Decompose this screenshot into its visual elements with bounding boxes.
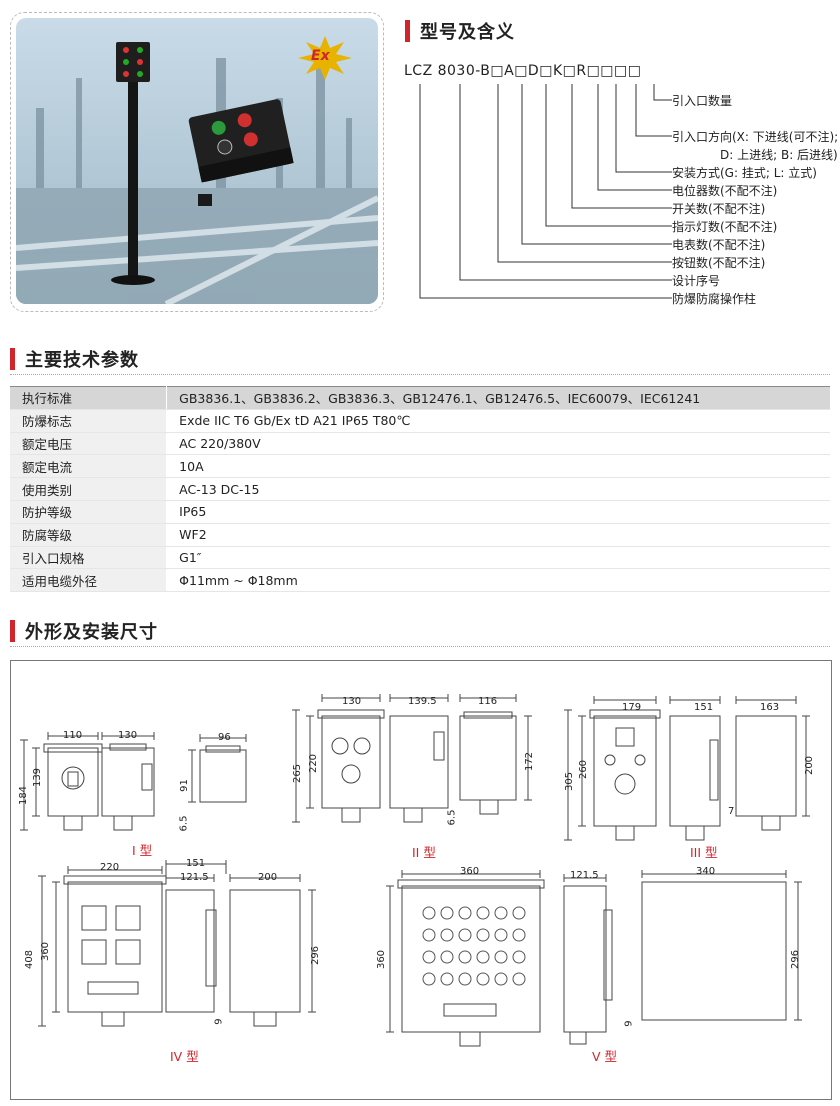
- spec-key: 额定电流: [10, 454, 168, 479]
- t3-width-side: 151: [694, 702, 714, 713]
- t1-foot: 6.5: [178, 815, 190, 832]
- t1-width-front: 110: [63, 730, 83, 741]
- t3-height-inner: 260: [578, 759, 590, 780]
- t1-width-top: 96: [218, 732, 231, 743]
- legend-entry-4: 电位器数(不配不注): [672, 184, 778, 198]
- type-ii-label: II 型: [412, 845, 436, 860]
- section-marker: [405, 20, 410, 42]
- table-row: 引入口规格 G1″: [10, 546, 830, 570]
- spec-key: 额定电压: [10, 432, 168, 456]
- spec-value: G1″: [166, 546, 830, 570]
- t3-height-outer: 305: [564, 771, 576, 792]
- t2-width-back: 116: [478, 696, 498, 707]
- t2-foot: 6.5: [446, 809, 458, 826]
- type-iv-label: IV 型: [170, 1049, 199, 1064]
- spec-value: WF2: [166, 523, 830, 547]
- spec-key: 引入口规格: [10, 546, 168, 570]
- type-iii-label: III 型: [690, 845, 718, 860]
- t5-height-front: 360: [376, 949, 388, 970]
- spec-value: 10A: [166, 454, 830, 479]
- spec-key: 防腐等级: [10, 523, 168, 547]
- type-i-label: I 型: [132, 843, 153, 858]
- t3-foot: 7: [728, 806, 735, 817]
- t4-foot: 9: [213, 1018, 225, 1025]
- t5-width-back: 340: [696, 866, 716, 877]
- legend-entry-0: 引入口数量: [672, 94, 733, 108]
- legend-entry-6: 指示灯数(不配不注): [672, 220, 778, 234]
- legend-entry-1: 引入口方向(X: 下进线(可不注);: [672, 130, 839, 144]
- params-section-header: 主要技术参数: [10, 346, 139, 372]
- section-marker: [10, 620, 15, 642]
- t4-width-side-outer: 151: [186, 858, 206, 869]
- section-marker: [10, 348, 15, 370]
- legend-entry-9: 设计序号: [672, 274, 721, 288]
- legend-entry-5: 开关数(不配不注): [672, 202, 766, 216]
- t2-width-side: 139.5: [408, 696, 437, 707]
- spec-value: Exde IIC T6 Gb/Ex tD A21 IP65 T80℃: [166, 409, 830, 433]
- t1-width-side: 130: [118, 730, 138, 741]
- legend-entry-7: 电表数(不配不注): [672, 238, 766, 252]
- t4-width-front: 220: [100, 862, 120, 873]
- type-v-label: V 型: [592, 1049, 618, 1064]
- dimension-drawing-frame: [10, 660, 832, 1100]
- legend-entry-2: D: 上进线; B: 后进线): [720, 148, 838, 162]
- table-row: 防护等级 IP65: [10, 500, 830, 524]
- section-divider: [10, 374, 830, 375]
- model-section-header: 型号及含义: [405, 18, 515, 44]
- model-section-title: 型号及含义: [420, 22, 515, 43]
- spec-value: IP65: [166, 500, 830, 524]
- ex-badge: Ex: [298, 36, 352, 80]
- spec-value: AC-13 DC-15: [166, 477, 830, 501]
- table-row: 额定电压 AC 220/380V: [10, 432, 830, 456]
- section-divider: [10, 646, 830, 647]
- ex-badge-text: Ex: [311, 48, 330, 64]
- legend-entry-10: 防爆防腐操作柱: [672, 292, 757, 306]
- t4-height-inner: 360: [40, 941, 52, 962]
- t2-height-back: 172: [524, 751, 536, 772]
- model-code: LCZ 8030-B□A□D□K□R□□□□: [404, 63, 642, 79]
- params-section-title: 主要技术参数: [25, 350, 139, 371]
- dims-section-header: 外形及安装尺寸: [10, 618, 158, 644]
- t4-height-outer: 408: [24, 949, 36, 970]
- spec-key: 防护等级: [10, 500, 168, 524]
- table-row: 防腐等级 WF2: [10, 523, 830, 547]
- spec-key: 执行标准: [10, 386, 168, 410]
- table-row: 防爆标志 Exde IIC T6 Gb/Ex tD A21 IP65 T80℃: [10, 409, 830, 433]
- spec-value: GB3836.1、GB3836.2、GB3836.3、GB12476.1、GB1…: [166, 386, 830, 410]
- table-row: 使用类别 AC-13 DC-15: [10, 477, 830, 501]
- t2-height-inner: 220: [308, 753, 320, 774]
- spec-table: 执行标准 GB3836.1、GB3836.2、GB3836.3、GB12476.…: [10, 386, 830, 593]
- t4-height-back: 296: [310, 945, 322, 966]
- spec-key: 适用电缆外径: [10, 568, 168, 593]
- t3-width-back: 163: [760, 702, 780, 713]
- dimension-drawings: [20, 694, 810, 1047]
- legend-entry-3: 安装方式(G: 挂式; L: 立式): [672, 166, 817, 180]
- table-row: 额定电流 10A: [10, 454, 830, 479]
- table-row: 执行标准 GB3836.1、GB3836.2、GB3836.3、GB12476.…: [10, 386, 830, 410]
- spec-value: Φ11mm ~ Φ18mm: [166, 568, 830, 593]
- model-leader-lines: [419, 84, 672, 299]
- product-photo: [16, 18, 378, 304]
- t3-height-back: 200: [804, 755, 816, 776]
- t1-height-inner: 139: [32, 767, 44, 788]
- spec-value: AC 220/380V: [166, 432, 830, 456]
- t5-foot: 9: [623, 1020, 635, 1027]
- t4-width-side-inner: 121.5: [180, 872, 209, 883]
- spec-key: 使用类别: [10, 477, 168, 501]
- t5-width-front: 360: [460, 866, 480, 877]
- t2-width-front: 130: [342, 696, 362, 707]
- t4-width-back: 200: [258, 872, 278, 883]
- t1-height-top: 91: [178, 779, 190, 792]
- legend-entry-8: 按钮数(不配不注): [672, 256, 766, 270]
- t2-height-outer: 265: [292, 763, 304, 784]
- spec-key: 防爆标志: [10, 409, 168, 433]
- t1-height-outer: 184: [18, 785, 30, 806]
- t3-width-front: 179: [622, 702, 642, 713]
- t5-height-back: 296: [790, 949, 802, 970]
- dims-section-title: 外形及安装尺寸: [25, 622, 158, 643]
- table-row: 适用电缆外径 Φ11mm ~ Φ18mm: [10, 568, 830, 593]
- t5-width-side: 121.5: [570, 870, 599, 881]
